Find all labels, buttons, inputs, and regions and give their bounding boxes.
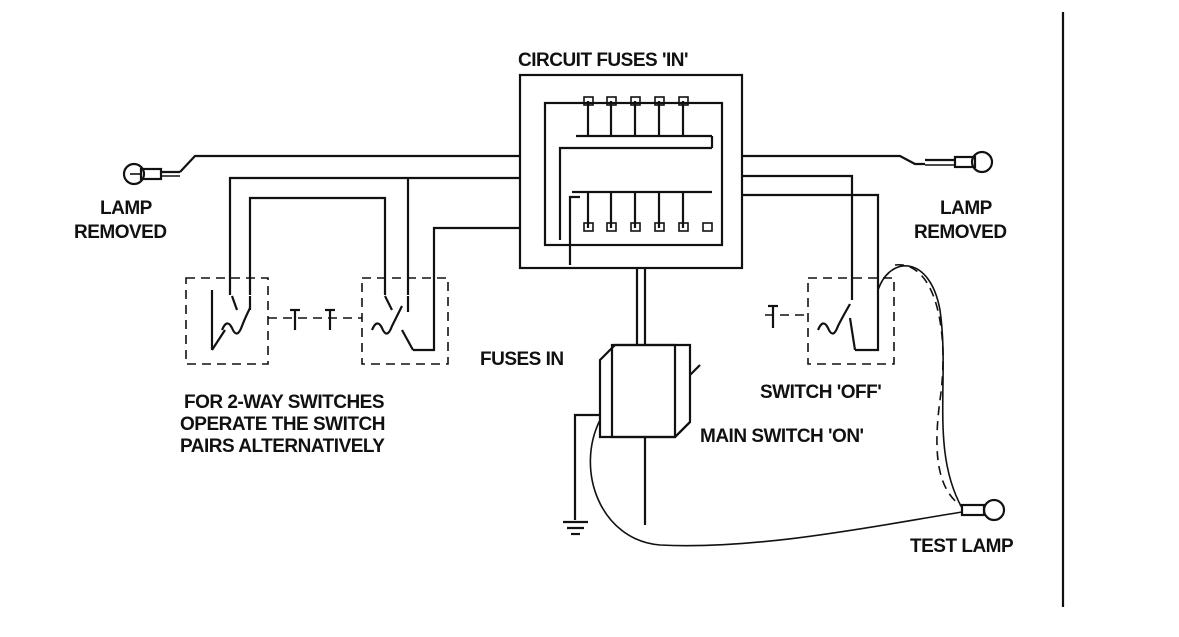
main-switch-on-label: MAIN SWITCH 'ON' (700, 426, 864, 447)
two-way-note-line1: FOR 2-WAY SWITCHES (184, 392, 384, 413)
circuit-wiring (160, 154, 925, 536)
fuse-board-inner (543, 101, 724, 247)
main-switch (598, 343, 701, 439)
lower-fuse-row (572, 190, 713, 232)
upper-fuse-row (576, 96, 712, 138)
circuit-fuses-label: CIRCUIT FUSES 'IN' (518, 50, 688, 71)
two-way-note-line3: PAIRS ALTERNATIVELY (180, 436, 385, 457)
one-way-switch (765, 277, 895, 365)
left-lamp-label-line2: REMOVED (74, 222, 167, 243)
test-lamp-icon (960, 498, 1006, 522)
test-lamp-leads (589, 264, 963, 547)
right-lamp-label-line1: LAMP (940, 198, 993, 219)
switch-coupling (268, 308, 362, 330)
two-way-switch-right (361, 277, 449, 365)
switch-off-label: SWITCH 'OFF' (760, 382, 881, 403)
test-lamp-label: TEST LAMP (910, 536, 1014, 557)
two-way-switch-left (185, 277, 269, 365)
left-lamp-holder-icon (122, 162, 163, 186)
left-lamp-label-line1: LAMP (100, 198, 153, 219)
right-lamp-holder-icon (925, 150, 994, 174)
right-lamp-label-line2: REMOVED (914, 222, 1007, 243)
fuses-in-label: FUSES IN (480, 349, 564, 370)
fuse-board (518, 73, 744, 270)
two-way-note-line2: OPERATE THE SWITCH (180, 414, 385, 435)
fuse-board-outer (518, 73, 744, 270)
